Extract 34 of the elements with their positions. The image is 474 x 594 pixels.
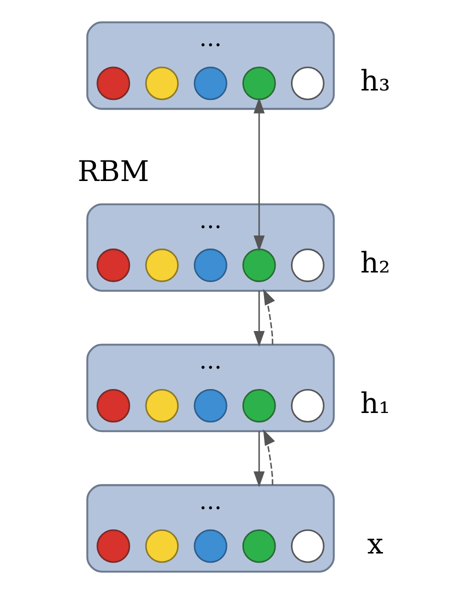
arrow (253, 431, 264, 488)
node-circle (290, 388, 324, 422)
node-circle (290, 529, 324, 563)
node-label: h₃ (360, 64, 390, 98)
node-circle (242, 529, 276, 563)
cluster: ... (86, 484, 334, 573)
node-label: h₁ (360, 387, 390, 420)
cluster: ... (86, 203, 334, 292)
node-circle (144, 248, 178, 282)
node-circle (144, 66, 178, 100)
node-circle (193, 529, 227, 563)
arrow (262, 288, 274, 345)
cluster: ... (86, 344, 334, 432)
arrow (262, 429, 274, 486)
node-circle (96, 66, 130, 100)
node-circle (96, 248, 130, 282)
cluster: ... (86, 21, 334, 110)
arrow (253, 290, 264, 347)
node-circle (96, 388, 130, 422)
arrow (253, 97, 264, 252)
node-circle (242, 248, 276, 282)
node-circle (193, 66, 227, 100)
node-circle (144, 388, 178, 422)
node-circle (193, 388, 227, 422)
node-circle (290, 66, 324, 100)
node-circle (242, 66, 276, 100)
label: RBM (77, 154, 149, 188)
node-label: x (366, 528, 383, 561)
node-circle (242, 388, 276, 422)
node-label: h₂ (360, 246, 390, 280)
node-circle (193, 248, 227, 282)
node-circle (290, 248, 324, 282)
node-circle (96, 529, 130, 563)
node-circle (144, 529, 178, 563)
